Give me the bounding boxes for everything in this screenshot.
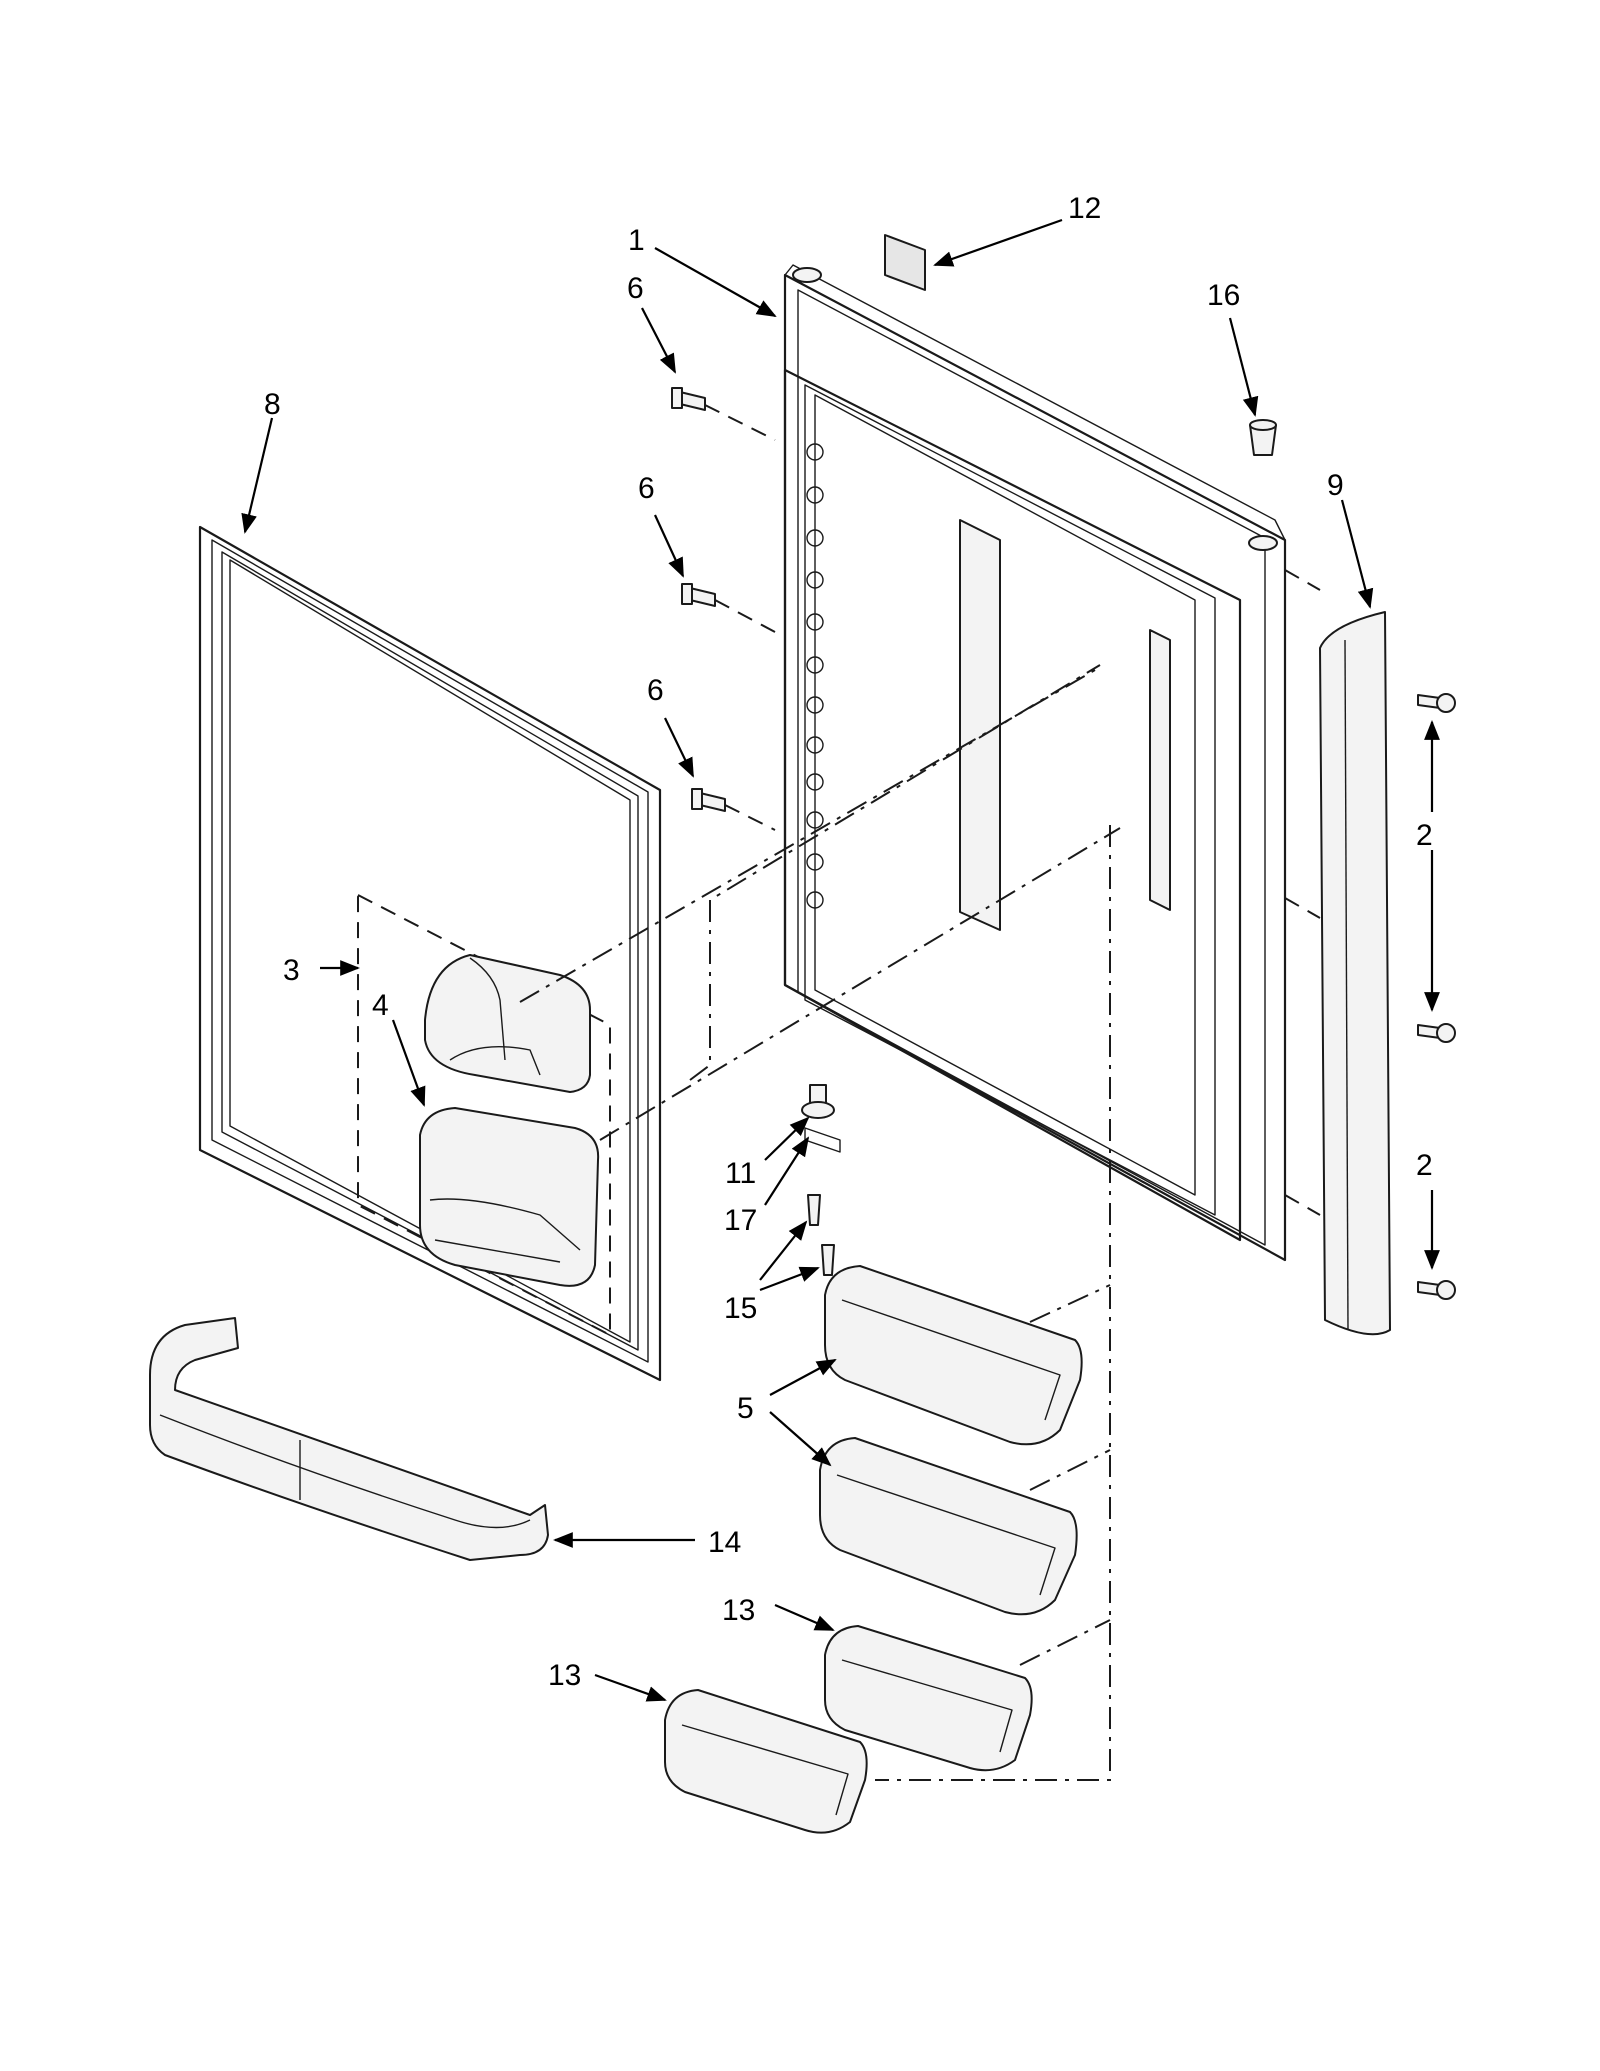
handle-screws (1417, 693, 1456, 1300)
door-shelf-bar (149, 1317, 549, 1561)
callout-13: 13 (548, 1659, 581, 1692)
callout-12: 12 (1068, 192, 1101, 225)
callout-6: 6 (647, 674, 664, 707)
door-liner-frame (783, 264, 1287, 1262)
callout-16: 16 (1207, 279, 1240, 312)
callout-2: 2 (1416, 1149, 1433, 1182)
callout-11: 11 (725, 1157, 756, 1190)
callout-6: 6 (638, 472, 655, 505)
door-bin-lower-left (664, 1689, 868, 1834)
callout-2: 2 (1416, 819, 1433, 852)
liner-screws (671, 387, 726, 812)
shelf-clips (806, 443, 824, 909)
callout-13: 13 (722, 1594, 755, 1627)
label-plate (884, 234, 926, 291)
door-bin-upper (824, 1265, 1083, 1446)
leader-arrows (241, 218, 1440, 1702)
door-bin-middle (819, 1437, 1078, 1616)
callout-9: 9 (1327, 469, 1344, 502)
callout-14: 14 (708, 1526, 741, 1559)
callout-labels: 1 2 2 3 4 5 6 6 6 8 9 11 12 13 13 14 15 … (264, 192, 1433, 1692)
dispenser-housing-group (357, 893, 611, 1337)
hinge-plug (1249, 419, 1277, 456)
callout-8: 8 (264, 388, 281, 421)
hinge-assembly (801, 1084, 841, 1276)
door-bin-lower-right (824, 1625, 1033, 1772)
explosion-lines (519, 404, 1321, 1781)
callout-4: 4 (372, 989, 389, 1022)
callout-17: 17 (724, 1204, 757, 1237)
callout-3: 3 (283, 954, 300, 987)
callout-1: 1 (628, 224, 645, 257)
door-inner-panel (198, 525, 662, 1382)
callout-15: 15 (724, 1292, 757, 1325)
handle-trim (1319, 611, 1391, 1336)
callout-5: 5 (737, 1392, 754, 1425)
callout-6: 6 (627, 272, 644, 305)
